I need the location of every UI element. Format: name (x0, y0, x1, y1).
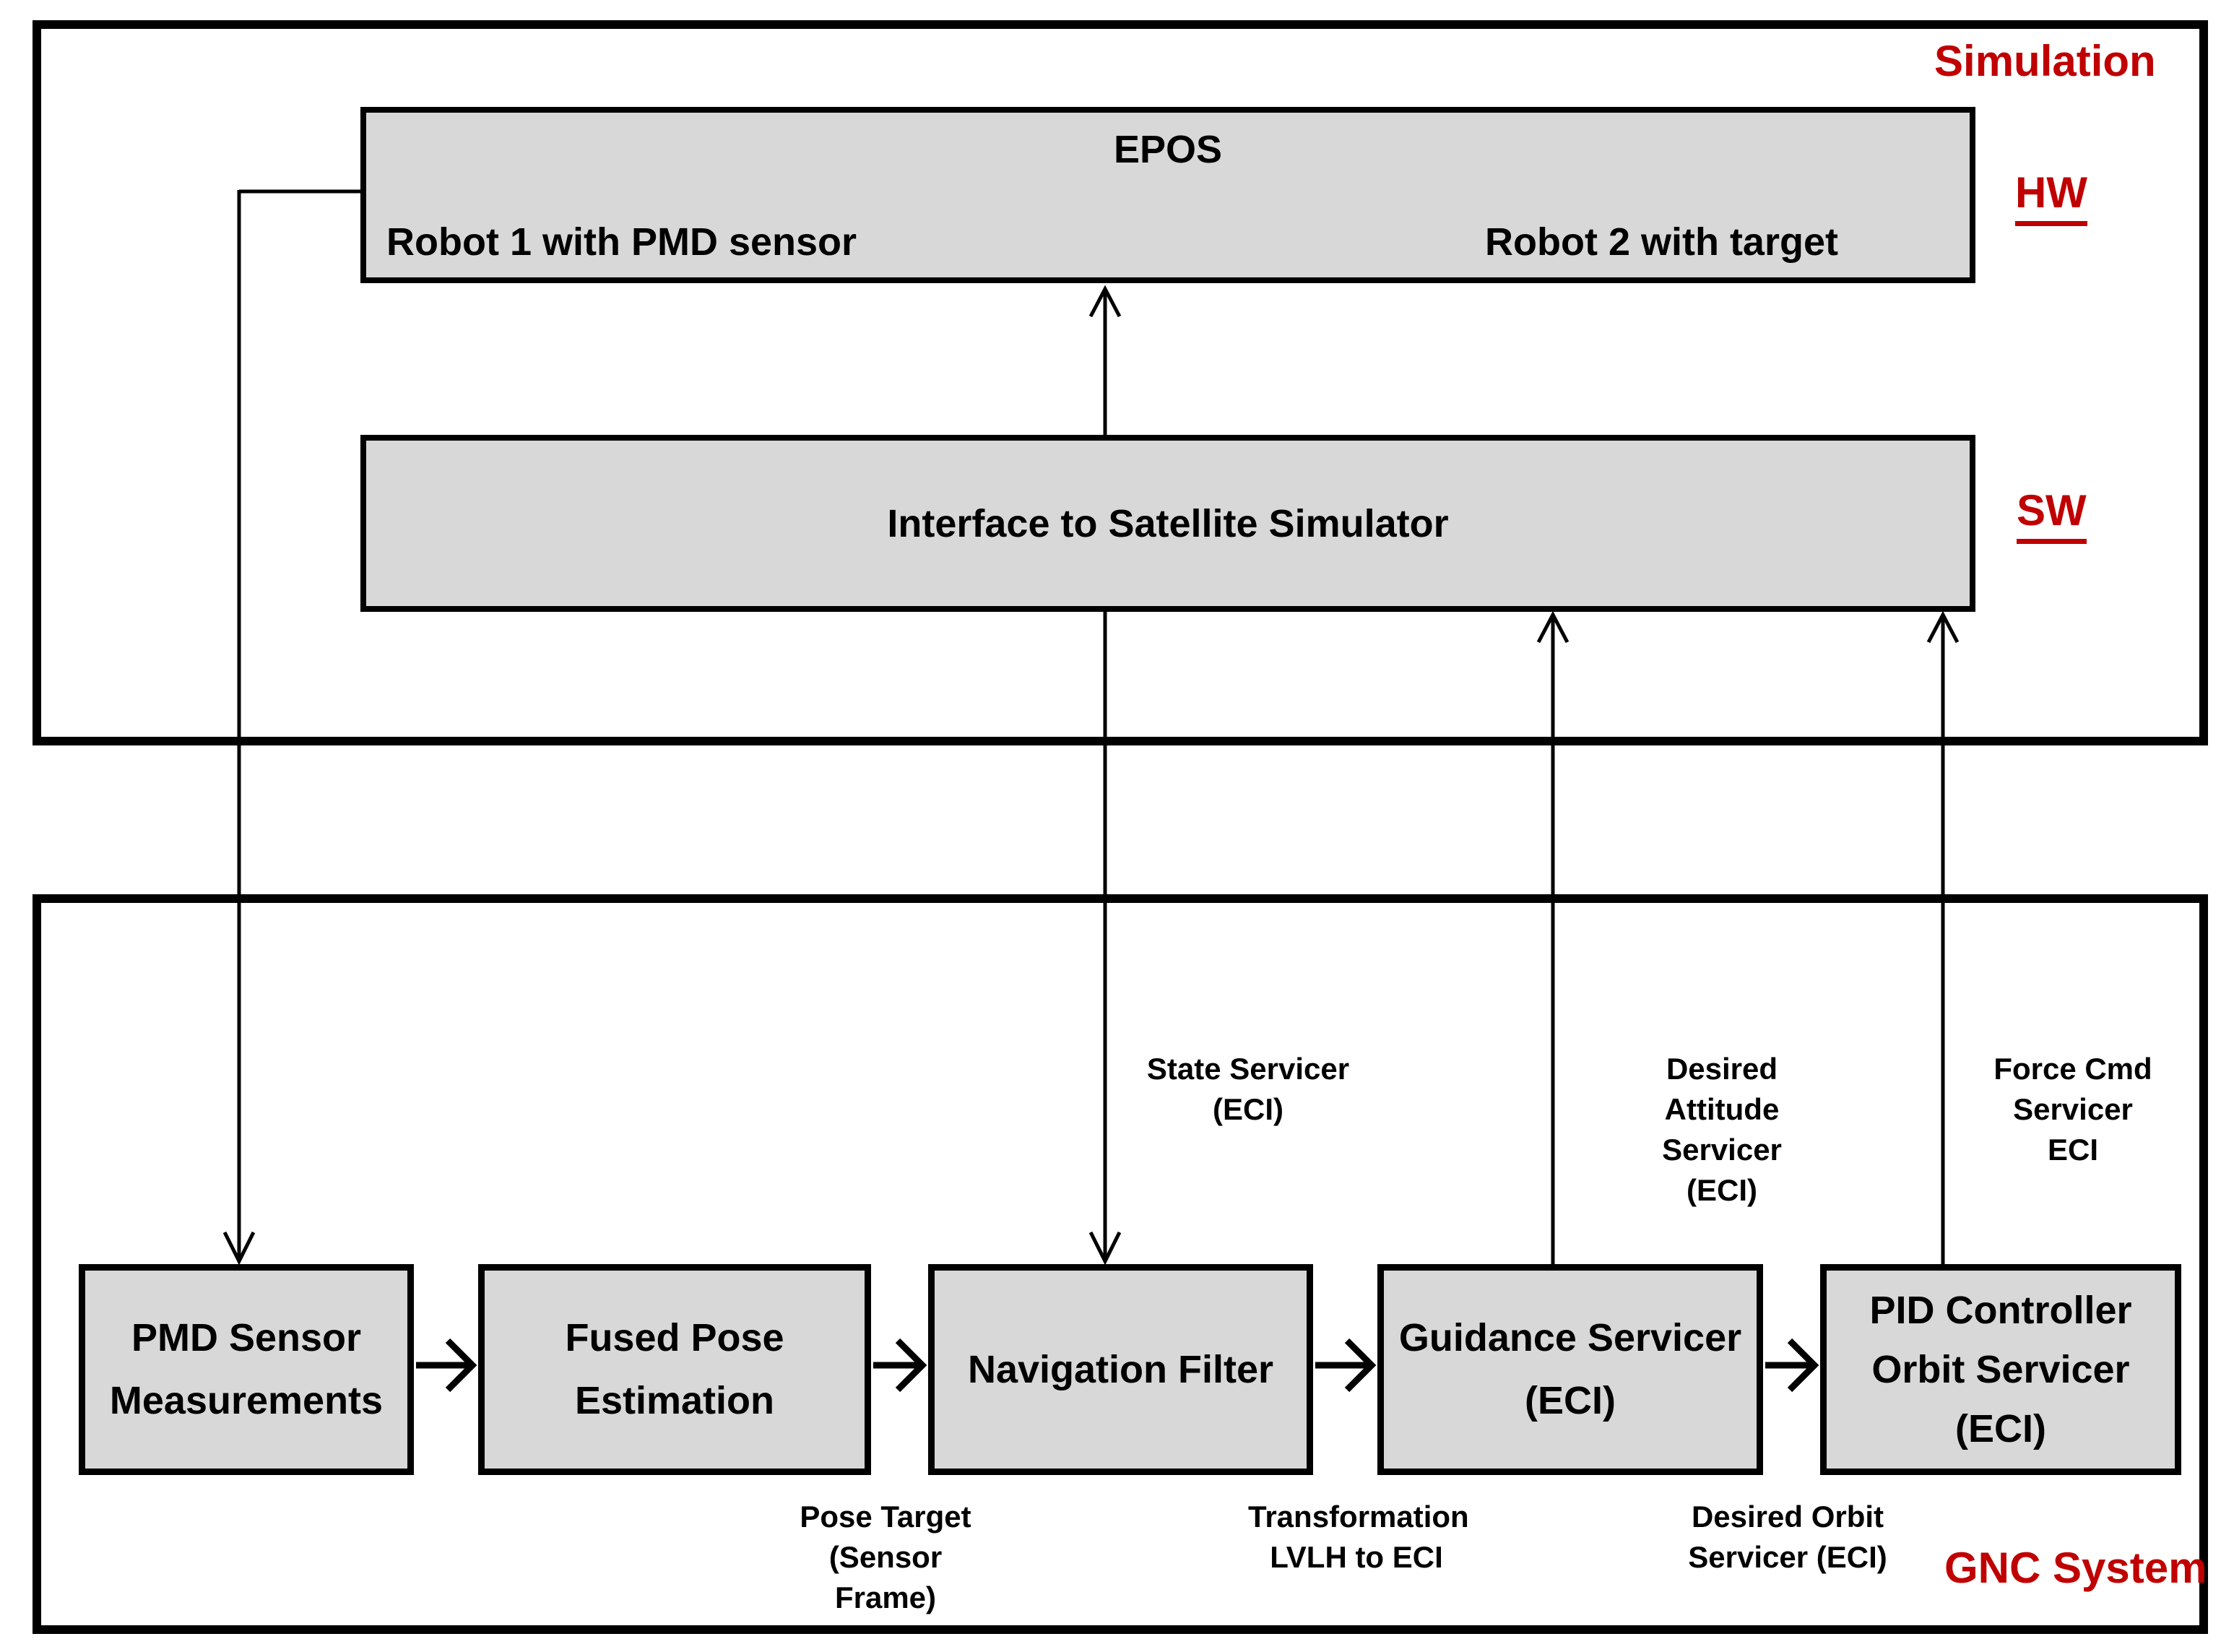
desired-attitude-label-line: Servicer (1662, 1133, 1782, 1167)
navigation-filter-box-line: Navigation Filter (967, 1347, 1274, 1391)
sw-label-text: SW (2017, 485, 2087, 544)
state-servicer-label: State Servicer (ECI) (1140, 1049, 1356, 1130)
guidance-servicer-box: Guidance Servicer (ECI) (1377, 1264, 1763, 1475)
guidance-servicer-box-line: (ECI) (1525, 1379, 1616, 1422)
pmd-sensor-box: PMD Sensor Measurements (79, 1264, 414, 1475)
pid-controller-box-line: PID Controller (1869, 1289, 2132, 1332)
force-cmd-label-line: Force Cmd (1993, 1052, 2152, 1086)
force-cmd-label: Force Cmd Servicer ECI (1965, 1049, 2181, 1170)
pid-controller-box-line: (ECI) (1955, 1407, 2046, 1450)
hw-label-text: HW (2015, 168, 2087, 226)
epos-box: EPOS Robot 1 with PMD sensor Robot 2 wit… (360, 107, 1975, 283)
guidance-servicer-box-line: Guidance Servicer (1398, 1316, 1742, 1359)
interface-title: Interface to Satellite Simulator (887, 501, 1449, 545)
robot1-label: Robot 1 with PMD sensor (386, 220, 857, 264)
pmd-sensor-box-line: PMD Sensor (131, 1316, 362, 1359)
desired-attitude-label-line: (ECI) (1687, 1173, 1757, 1207)
transformation-label: Transformation LVLH to ECI (1248, 1497, 1469, 1578)
desired-orbit-label: Desired Orbit Servicer (ECI) (1679, 1497, 1896, 1578)
sw-label: SW (2017, 485, 2087, 544)
transformation-label-line: Transformation (1248, 1500, 1469, 1534)
fused-pose-box-line: Estimation (574, 1379, 775, 1422)
epos-title: EPOS (1113, 128, 1223, 171)
force-cmd-label-line: ECI (2047, 1133, 2098, 1167)
fused-pose-box: Fused Pose Estimation (478, 1264, 871, 1475)
state-servicer-label-line: State Servicer (1146, 1052, 1350, 1086)
force-cmd-label-line: Servicer (2013, 1092, 2133, 1126)
fused-pose-box-line: Fused Pose (565, 1316, 784, 1359)
desired-orbit-label-line: Desired Orbit (1691, 1500, 1884, 1534)
navigation-filter-box: Navigation Filter (928, 1264, 1313, 1475)
desired-orbit-label-line: Servicer (ECI) (1688, 1540, 1887, 1574)
transformation-label-line: LVLH to ECI (1270, 1540, 1443, 1574)
simulation-region-label: Simulation (1934, 37, 2156, 85)
hw-label: HW (2015, 168, 2087, 226)
interface-box: Interface to Satellite Simulator (360, 435, 1975, 612)
gnc-region-label: GNC System (1944, 1544, 2207, 1592)
pid-controller-box: PID Controller Orbit Servicer (ECI) (1820, 1264, 2181, 1475)
pose-target-label: Pose Target (Sensor Frame) (777, 1497, 994, 1618)
robot2-label: Robot 2 with target (1485, 220, 1838, 264)
desired-attitude-label-line: Desired Attitude (1664, 1052, 1780, 1126)
state-servicer-label-line: (ECI) (1213, 1092, 1283, 1126)
pose-target-label-line: Pose Target (800, 1500, 971, 1534)
pose-target-label-line: (Sensor Frame) (828, 1540, 943, 1614)
desired-attitude-label: Desired Attitude Servicer (ECI) (1614, 1049, 1830, 1211)
pid-controller-box-line: Orbit Servicer (1871, 1348, 2130, 1391)
pmd-sensor-box-line: Measurements (109, 1379, 384, 1422)
